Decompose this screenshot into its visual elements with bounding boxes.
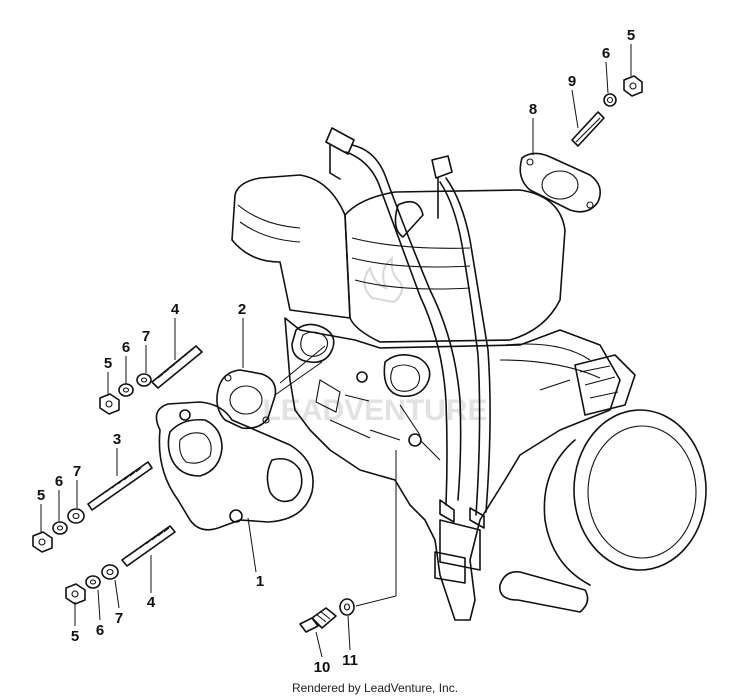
svg-text:LEADVENTURE: LEADVENTURE bbox=[262, 394, 487, 427]
part-6-washer-top bbox=[603, 93, 617, 107]
part-5-nut-bottom bbox=[65, 583, 86, 605]
part-7-washer-bottom bbox=[101, 564, 119, 580]
callout-5-mid: 5 bbox=[104, 355, 112, 372]
part-7-washer-left bbox=[67, 508, 85, 524]
part-1-exhaust-manifold bbox=[155, 401, 314, 531]
spark-plug-wires bbox=[325, 127, 491, 529]
part-5-nut-left bbox=[32, 531, 53, 553]
callout-6-left: 6 bbox=[55, 473, 63, 490]
callout-7-left: 7 bbox=[73, 463, 81, 480]
callout-11: 11 bbox=[342, 652, 358, 669]
leader-lines bbox=[40, 44, 632, 658]
part-7-washer-mid bbox=[136, 373, 152, 387]
part-8-gasket bbox=[519, 152, 601, 213]
part-5-nut-mid bbox=[99, 393, 120, 415]
callout-6-top: 6 bbox=[602, 45, 610, 62]
callout-1: 1 bbox=[256, 573, 264, 590]
part-2-gasket bbox=[216, 369, 277, 430]
part-9-stud bbox=[571, 111, 605, 147]
callout-6-bottom: 6 bbox=[96, 622, 104, 639]
engine-block bbox=[231, 174, 707, 621]
callout-9: 9 bbox=[568, 73, 576, 90]
part-6-washer-bottom bbox=[85, 575, 101, 589]
callout-10: 10 bbox=[314, 659, 331, 676]
callout-labels: 1 2 3 4 4 5 5 5 5 6 6 6 6 7 7 7 8 9 10 1… bbox=[37, 27, 635, 676]
part-3-stud-long bbox=[87, 461, 153, 511]
part-5-nut-top bbox=[623, 75, 643, 97]
part-4-stud-lower bbox=[121, 525, 176, 567]
part-4-stud-upper bbox=[151, 345, 203, 389]
callout-4-lower: 4 bbox=[147, 594, 156, 611]
callout-4-upper: 4 bbox=[171, 301, 180, 318]
part-6-washer-mid bbox=[118, 383, 134, 397]
callout-5-bottom: 5 bbox=[71, 628, 79, 645]
callout-3: 3 bbox=[113, 431, 121, 448]
part-6-washer-left bbox=[52, 521, 68, 535]
callout-5-top: 5 bbox=[627, 27, 635, 44]
callout-6-mid: 6 bbox=[122, 339, 130, 356]
callout-5-left: 5 bbox=[37, 487, 45, 504]
watermark-logo-icon: LEADVENTURE bbox=[262, 255, 488, 427]
footer-credit: Rendered by LeadVenture, Inc. bbox=[291, 681, 459, 695]
part-11-washer bbox=[339, 598, 355, 616]
callout-7-bottom: 7 bbox=[115, 610, 123, 627]
callout-8: 8 bbox=[529, 101, 537, 118]
part-10-drain-fitting bbox=[299, 607, 337, 633]
callout-2: 2 bbox=[238, 301, 246, 318]
callout-7-mid: 7 bbox=[142, 328, 150, 345]
